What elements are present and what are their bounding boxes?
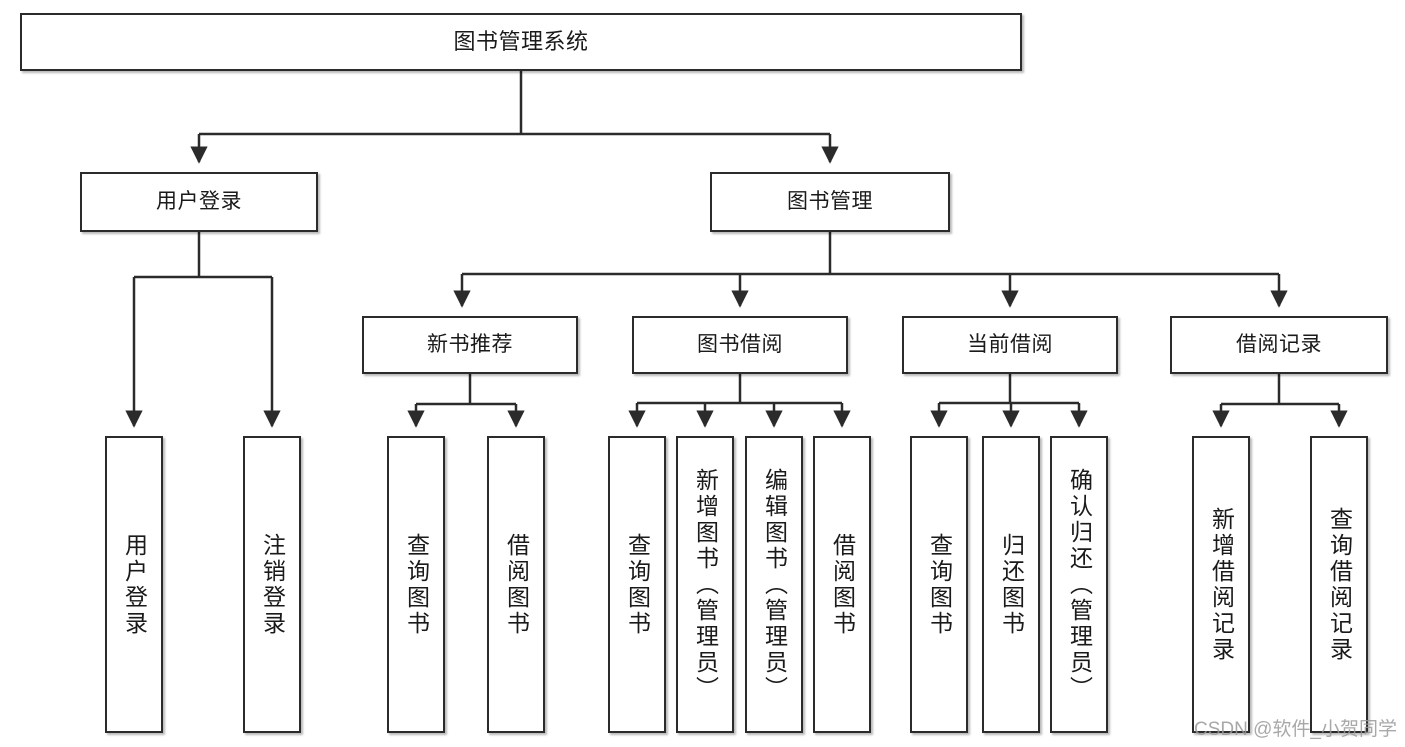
- node-borrow-record-label: 借阅记录: [1236, 332, 1322, 356]
- node-book-borrow[interactable]: 图书借阅: [632, 316, 848, 374]
- node-leaf-confirm-return[interactable]: 确认归还（管理员）: [1050, 436, 1108, 733]
- node-leaf-return-book[interactable]: 归还图书: [982, 436, 1040, 733]
- node-leaf-borrow-book-1[interactable]: 借阅图书: [487, 436, 545, 733]
- node-leaf-user-logout-label: 注销登录: [259, 532, 286, 637]
- node-leaf-borrow-book-2[interactable]: 借阅图书: [813, 436, 871, 733]
- node-leaf-query-book-2[interactable]: 查询图书: [608, 436, 666, 733]
- node-root-label: 图书管理系统: [453, 29, 589, 55]
- node-leaf-confirm-return-label: 确认归还（管理员）: [1066, 467, 1093, 702]
- node-borrow-record[interactable]: 借阅记录: [1170, 316, 1388, 374]
- node-leaf-add-record[interactable]: 新增借阅记录: [1192, 436, 1250, 733]
- node-leaf-add-book-label: 新增图书（管理员）: [692, 467, 719, 702]
- node-leaf-add-record-label: 新增借阅记录: [1208, 506, 1235, 663]
- node-leaf-query-book-2-label: 查询图书: [624, 532, 651, 637]
- node-book-borrow-label: 图书借阅: [697, 332, 783, 356]
- node-leaf-query-record-label: 查询借阅记录: [1326, 506, 1353, 663]
- node-leaf-query-book-1[interactable]: 查询图书: [387, 436, 445, 733]
- node-leaf-user-login-label: 用户登录: [121, 532, 148, 637]
- node-leaf-query-book-1-label: 查询图书: [403, 532, 430, 637]
- node-current-borrow-label: 当前借阅: [967, 332, 1053, 356]
- node-book-manage-label: 图书管理: [787, 189, 873, 213]
- node-user-login[interactable]: 用户登录: [80, 172, 318, 232]
- node-user-login-label: 用户登录: [156, 189, 242, 213]
- node-leaf-user-login[interactable]: 用户登录: [105, 436, 163, 733]
- node-new-book-recommend[interactable]: 新书推荐: [362, 316, 578, 374]
- node-leaf-query-book-3[interactable]: 查询图书: [910, 436, 968, 733]
- node-leaf-borrow-book-2-label: 借阅图书: [829, 532, 856, 637]
- node-root[interactable]: 图书管理系统: [20, 13, 1022, 71]
- node-leaf-query-book-3-label: 查询图书: [926, 532, 953, 637]
- node-leaf-borrow-book-1-label: 借阅图书: [503, 532, 530, 637]
- node-new-book-recommend-label: 新书推荐: [427, 332, 513, 356]
- node-current-borrow[interactable]: 当前借阅: [902, 316, 1118, 374]
- node-leaf-edit-book-label: 编辑图书（管理员）: [761, 467, 788, 702]
- node-book-manage[interactable]: 图书管理: [710, 172, 950, 232]
- node-leaf-user-logout[interactable]: 注销登录: [243, 436, 301, 733]
- node-leaf-return-book-label: 归还图书: [998, 532, 1025, 637]
- node-leaf-edit-book[interactable]: 编辑图书（管理员）: [745, 436, 803, 733]
- node-leaf-add-book[interactable]: 新增图书（管理员）: [676, 436, 734, 733]
- node-leaf-query-record[interactable]: 查询借阅记录: [1310, 436, 1368, 733]
